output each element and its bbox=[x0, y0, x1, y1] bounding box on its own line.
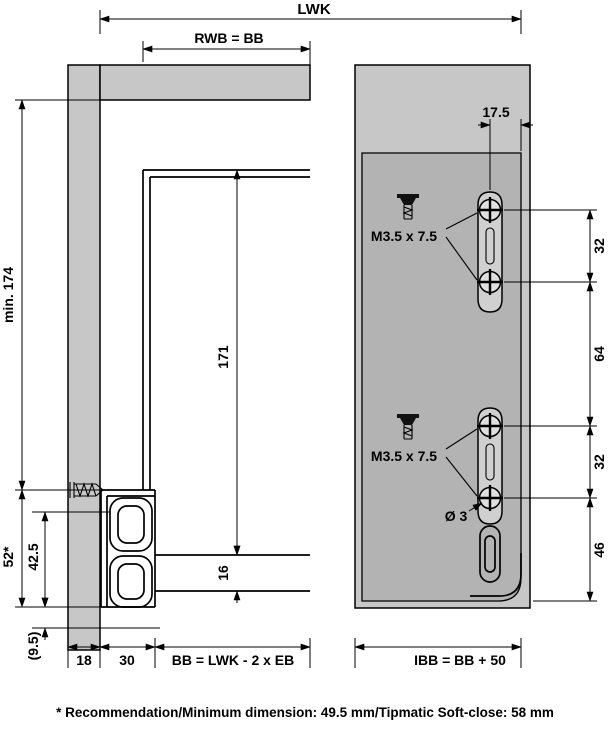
dim-42-5-label: 42.5 bbox=[25, 543, 41, 570]
dim-9-5-label: (9.5) bbox=[25, 632, 41, 661]
cross-recess-icon bbox=[477, 413, 503, 439]
dim-right-chain: 32 64 32 46 bbox=[504, 209, 607, 602]
dim-17-5-label: 17.5 bbox=[482, 104, 509, 120]
dim-lwk: LWK bbox=[99, 1, 522, 34]
machine-screw-icon-bottom bbox=[397, 414, 419, 440]
cabinet-side-panel bbox=[67, 64, 101, 651]
profile-rear-corner bbox=[470, 553, 522, 597]
screw-neck bbox=[400, 198, 416, 205]
machine-screw-icon-top bbox=[397, 194, 419, 220]
dim-min-height-label: min. 174 bbox=[0, 267, 16, 323]
drawer-bottom-panel-edge bbox=[155, 554, 310, 592]
screw-spec-bottom-label: M3.5 x 7.5 bbox=[371, 448, 437, 464]
screw-head bbox=[397, 414, 419, 418]
drawer-back-panel-edge bbox=[142, 169, 310, 490]
bracket-slot bbox=[485, 443, 495, 481]
bracket-slot-outer bbox=[479, 525, 501, 583]
dim-bottom-chain-right: IBB = BB + 50 bbox=[354, 638, 522, 668]
rear-view bbox=[354, 64, 531, 609]
screw-thread bbox=[402, 425, 414, 440]
cross-recess-icon bbox=[477, 269, 503, 295]
leader-lines-top bbox=[445, 212, 478, 281]
leader-lines-bottom bbox=[445, 428, 478, 497]
dim-lwk-label: LWK bbox=[297, 1, 330, 18]
dim-back-height-label: 171 bbox=[215, 345, 231, 369]
dim-30-label: 30 bbox=[119, 652, 135, 668]
screw-neck bbox=[400, 418, 416, 425]
rear-bracket-top bbox=[477, 191, 503, 313]
profile-lower-curl bbox=[109, 555, 153, 608]
bracket-slot-inner bbox=[484, 535, 496, 573]
screw-head bbox=[397, 194, 419, 198]
leader-line bbox=[468, 502, 483, 512]
dim-rwb-label: RWB = BB bbox=[194, 30, 263, 46]
cross-recess-icon bbox=[477, 485, 503, 511]
dim-back-panel: 171 16 bbox=[215, 169, 241, 603]
screw-thread bbox=[402, 205, 414, 220]
drawer-side-profile bbox=[100, 489, 156, 608]
dim-46-label: 46 bbox=[591, 542, 607, 558]
screw-tip bbox=[95, 483, 104, 497]
dim-drill-callout: Ø 3 bbox=[445, 502, 483, 524]
dim-profile-detail: 42.5 (9.5) bbox=[25, 511, 110, 661]
screw-spec-top-label: M3.5 x 7.5 bbox=[371, 228, 437, 244]
rear-bracket-bottom bbox=[477, 407, 503, 583]
dim-drill-label: Ø 3 bbox=[445, 508, 468, 524]
dim-profile-height-label: 52* bbox=[0, 546, 16, 568]
profile-outline bbox=[100, 489, 156, 608]
dim-ibb-formula-label: IBB = BB + 50 bbox=[414, 652, 506, 668]
cross-recess-icon bbox=[477, 197, 503, 223]
dim-17-5: 17.5 bbox=[478, 104, 533, 190]
dim-32-upper-label: 32 bbox=[591, 238, 607, 254]
front-section-view bbox=[67, 64, 311, 651]
profile-upper-curl-inner bbox=[117, 505, 145, 544]
bracket-slot bbox=[485, 227, 495, 265]
cabinet-top-panel bbox=[99, 64, 311, 101]
profile-lower-curl-inner bbox=[117, 563, 145, 600]
dim-rwb: RWB = BB bbox=[142, 30, 311, 65]
dim-bb-formula-label: BB = LWK - 2 x EB bbox=[172, 652, 295, 668]
footnote: * Recommendation/Minimum dimension: 49.5… bbox=[56, 705, 554, 720]
dim-32-lower-label: 32 bbox=[591, 454, 607, 470]
profile-upper-curl bbox=[109, 497, 153, 552]
dim-18-label: 18 bbox=[76, 652, 92, 668]
dim-min-height: min. 174 52* bbox=[0, 99, 101, 608]
dim-bottom-thickness-label: 16 bbox=[215, 565, 231, 581]
dim-64-label: 64 bbox=[591, 346, 607, 362]
dim-bottom-chain-left: 18 30 BB = LWK - 2 x EB bbox=[67, 638, 311, 668]
